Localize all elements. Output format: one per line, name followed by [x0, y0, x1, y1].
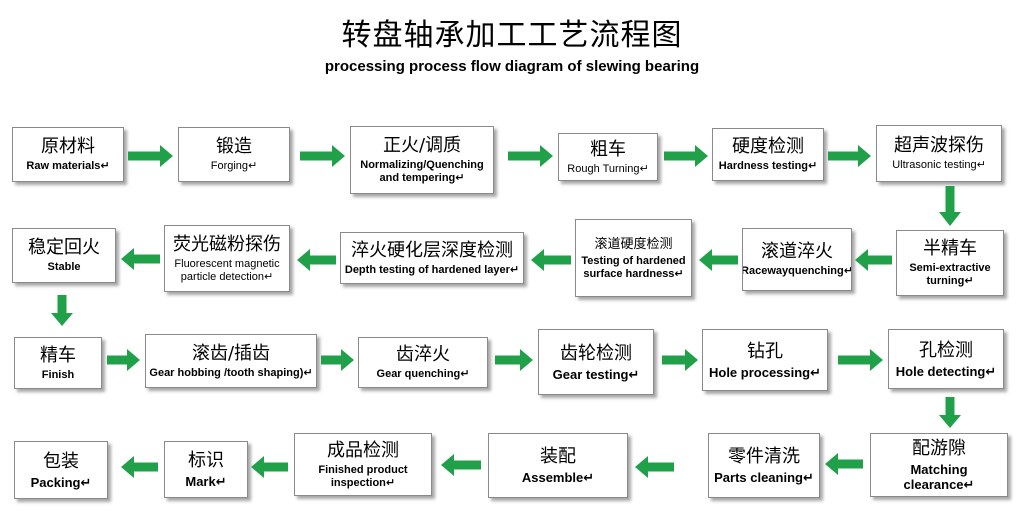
step-label-en: Packing↵ — [30, 474, 92, 490]
arrow-right — [838, 349, 883, 371]
arrow-left — [855, 249, 892, 271]
step-mark: 标识 Mark↵ — [164, 441, 248, 498]
step-semi-finish-turning: 半精车 Semi-extractive turning↵ — [896, 230, 1004, 296]
step-parts-cleaning: 零件清洗 Parts cleaning↵ — [708, 433, 820, 498]
step-hole-processing: 钻孔 Hole processing↵ — [702, 329, 828, 391]
step-label-en: Hardness testing↵ — [718, 160, 818, 172]
step-matching-clearance: 配游隙 Matching clearance↵ — [870, 433, 1008, 497]
step-gear-hobbing: 滚齿/插齿 Gear hobbing /tooth shaping)↵ — [145, 334, 317, 388]
step-label-en: Gear testing↵ — [552, 366, 640, 382]
step-label-cn: 半精车 — [923, 238, 977, 259]
step-label-en: Assemble↵ — [521, 470, 595, 485]
step-hole-detecting: 孔检测 Hole detecting↵ — [888, 329, 1004, 389]
step-label-en: Fluorescent magnetic particle detection↵ — [174, 257, 280, 283]
arrow-down — [939, 397, 961, 428]
arrow-left — [121, 456, 158, 478]
step-label-en: Semi-extractive turning↵ — [909, 262, 991, 287]
step-raceway-hardness-testing: 滚道硬度检测 Testing of hardened surface hardn… — [575, 219, 692, 297]
step-label-cn: 锻造 — [216, 136, 252, 157]
arrow-left — [635, 456, 674, 478]
step-label-en: Forging↵ — [210, 160, 258, 172]
step-packing: 包装 Packing↵ — [14, 441, 108, 499]
step-label-en: Mark↵ — [185, 474, 227, 489]
step-label-cn: 标识 — [188, 450, 224, 471]
step-label-cn: 正火/调质 — [382, 135, 462, 156]
arrow-left — [825, 453, 863, 475]
arrow-right — [828, 145, 871, 167]
step-label-en: Rough Turning↵ — [567, 162, 649, 175]
step-label-en: Ultrasonic testing↵ — [892, 159, 986, 171]
arrow-left — [121, 248, 160, 270]
step-finish-turning: 精车 Finish — [14, 337, 102, 389]
step-hardened-layer-depth-testing: 淬火硬化层深度检测 Depth testing of hardened laye… — [340, 232, 524, 284]
step-label-cn: 荧光磁粉探伤 — [173, 233, 281, 255]
arrow-right — [300, 145, 345, 167]
step-label-cn: 成品检测 — [327, 439, 399, 461]
diagram-title-chinese: 转盘轴承加工工艺流程图 — [341, 18, 683, 53]
step-raceway-quenching: 滚道淬火 Racewayquenching↵ — [742, 228, 852, 291]
arrow-left — [297, 249, 336, 271]
step-assemble: 装配 Assemble↵ — [488, 433, 628, 498]
step-forging: 锻造 Forging↵ — [178, 127, 290, 182]
arrow-left — [251, 456, 288, 478]
step-label-en: Finished product inspection↵ — [318, 463, 408, 489]
arrow-left — [699, 249, 738, 271]
step-gear-testing: 齿轮检测 Gear testing↵ — [538, 329, 654, 395]
arrow-down — [51, 295, 73, 326]
step-label-en: Finish — [41, 368, 75, 381]
step-label-cn: 硬度检测 — [732, 136, 804, 157]
arrow-right — [495, 349, 533, 371]
arrow-left — [441, 454, 481, 476]
step-label-cn: 滚道淬火 — [761, 241, 833, 262]
step-fluorescent-magnetic-detection: 荧光磁粉探伤 Fluorescent magnetic particle det… — [164, 225, 290, 292]
step-label-cn: 滚道硬度检测 — [594, 236, 673, 252]
step-label-cn: 配游隙 — [912, 438, 966, 459]
step-hardness-testing: 硬度检测 Hardness testing↵ — [712, 128, 824, 181]
arrow-right — [107, 349, 140, 371]
step-label-en: Depth testing of hardened layer↵ — [344, 263, 520, 276]
step-normalizing: 正火/调质 Normalizing/Quenching and temperin… — [350, 126, 494, 194]
arrow-right — [662, 349, 698, 371]
step-label-cn: 淬火硬化层深度检测 — [351, 239, 513, 261]
step-label-en: Parts cleaning↵ — [714, 470, 814, 485]
step-label-cn: 稳定回火 — [28, 237, 100, 258]
step-raw-materials: 原材料 Raw materials↵ — [12, 127, 124, 182]
arrow-left — [531, 249, 571, 271]
step-label-en: Hole detecting↵ — [895, 363, 997, 379]
step-label-en: Gear hobbing /tooth shaping)↵ — [149, 366, 313, 379]
step-label-en: Racewayquenching↵ — [742, 265, 852, 277]
step-label-cn: 超声波探伤 — [894, 135, 984, 156]
step-finished-product-inspection: 成品检测 Finished product inspection↵ — [294, 433, 432, 496]
step-label-en: Stable — [47, 261, 81, 273]
arrow-right — [128, 145, 173, 167]
step-label-cn: 钻孔 — [747, 340, 783, 362]
step-label-cn: 原材料 — [41, 136, 95, 157]
step-label-cn: 滚齿/插齿 — [191, 342, 271, 364]
arrow-right — [321, 349, 354, 371]
step-label-en: Testing of hardened surface hardness↵ — [581, 254, 686, 280]
step-label-en: Normalizing/Quenching and tempering↵ — [360, 159, 484, 184]
step-label-cn: 精车 — [40, 344, 76, 366]
step-ultrasonic-testing: 超声波探伤 Ultrasonic testing↵ — [876, 125, 1002, 182]
step-label-cn: 零件清洗 — [728, 446, 800, 467]
step-stable-tempering: 稳定回火 Stable — [12, 228, 116, 283]
step-label-cn: 孔检测 — [919, 339, 973, 361]
step-label-en: Hole processing↵ — [708, 364, 822, 380]
step-label-cn: 包装 — [43, 450, 79, 472]
step-label-cn: 装配 — [540, 446, 576, 467]
step-label-en: Raw materials↵ — [26, 160, 110, 172]
step-label-cn: 齿淬火 — [396, 344, 450, 365]
step-gear-quenching: 齿淬火 Gear quenching↵ — [358, 337, 488, 388]
arrow-down — [939, 186, 961, 226]
step-label-cn: 粗车 — [590, 138, 626, 160]
step-label-cn: 齿轮检测 — [560, 342, 632, 364]
arrow-right — [664, 145, 708, 167]
step-label-en: Gear quenching↵ — [376, 368, 470, 380]
diagram-title-english: processing process flow diagram of slewi… — [324, 58, 700, 75]
step-label-en: Matching clearance↵ — [903, 462, 975, 492]
step-rough-turning: 粗车 Rough Turning↵ — [558, 133, 658, 181]
arrow-right — [508, 145, 553, 167]
